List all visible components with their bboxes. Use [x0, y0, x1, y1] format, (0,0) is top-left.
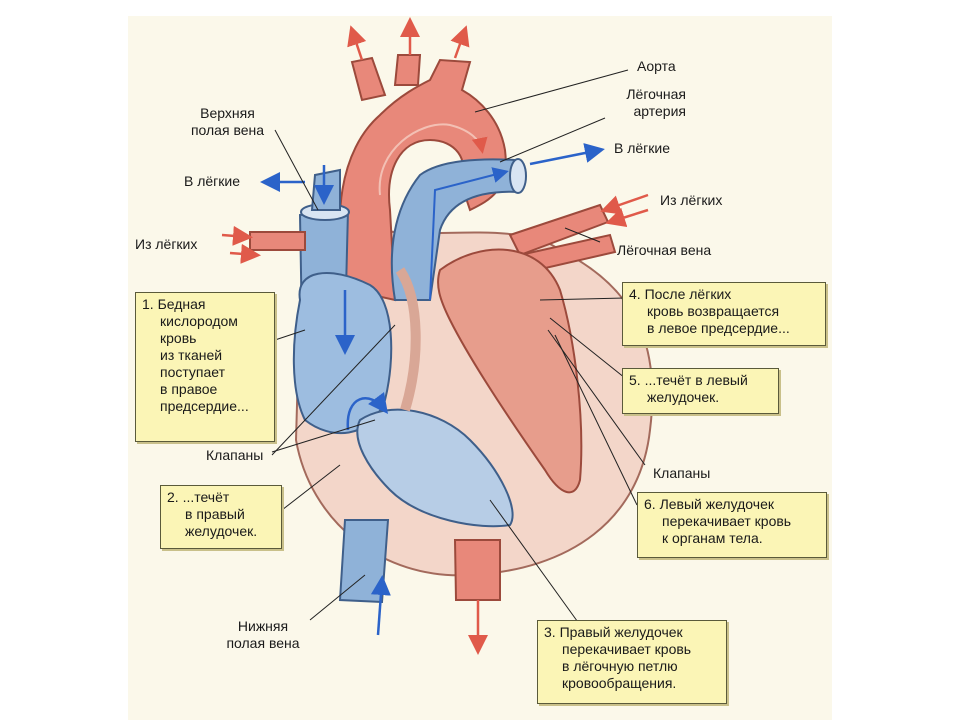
label-from-lungs-right: Из лёгких — [660, 192, 723, 208]
callout-step-5-line-1: 5. ...течёт в левый — [629, 372, 748, 388]
callout-step-4-line-3: в левое предсердие... — [647, 320, 790, 336]
label-pulmonary-artery-line-2: артерия — [633, 103, 687, 119]
arrow-in-left-1 — [221, 225, 253, 246]
label-inferior-vena-cava-line-1: Нижняя — [237, 618, 289, 634]
callout-step-3-line-4: кровообращения. — [562, 675, 677, 691]
aorta-flow-arrow — [378, 123, 488, 196]
arrow-in-right-1 — [600, 193, 649, 215]
callout-step-5: 5. ...течёт в левый желудочек. — [622, 368, 779, 414]
label-superior-vena-cava: Верхняя полая вена — [180, 105, 275, 139]
arrow-ra-rv — [346, 392, 389, 431]
callout-step-3: 3. Правый желудочек перекачивает кровь в… — [537, 620, 727, 704]
label-pulmonary-vein: Лёгочная вена — [617, 242, 712, 258]
pulmonary-vein-left — [249, 231, 306, 251]
aorta-branch-1 — [350, 56, 387, 102]
callout-step-3-line-3: в лёгочную петлю — [562, 658, 678, 674]
arrow-ivc-up — [370, 575, 391, 636]
right-atrium — [292, 272, 393, 434]
descending-aorta — [453, 539, 501, 601]
label-inferior-vena-cava-line-2: полая вена — [226, 635, 300, 651]
callout-step-2: 2. ...течёт в правый желудочек. — [160, 485, 282, 549]
arrow-in-left-2 — [229, 243, 261, 264]
arrow-out-1 — [347, 25, 367, 61]
callout-step-1-line-7: предсердие... — [160, 398, 249, 414]
label-inferior-vena-cava: Нижняя полая вена — [215, 618, 311, 652]
pulmonary-artery — [390, 158, 522, 301]
callout-step-6: 6. Левый желудочек перекачивает кровь к … — [637, 492, 827, 558]
callout-step-3-line-2: перекачивает кровь — [562, 641, 692, 657]
leader-lines — [271, 69, 646, 626]
callout-step-1-line-4: из тканей — [160, 347, 223, 363]
label-superior-vena-cava-line-2: полая вена — [190, 122, 265, 138]
pulmonary-artery-opening — [509, 158, 527, 194]
aorta-branch-2 — [393, 54, 422, 86]
label-aorta: Аорта — [637, 58, 676, 74]
callout-step-2-line-1: 2. ...течёт — [167, 489, 230, 505]
label-to-lungs-left: В лёгкие — [184, 173, 241, 189]
callout-step-4-line-1: 4. После лёгких — [629, 286, 732, 302]
label-pulmonary-artery: Лёгочная артерия — [590, 86, 686, 120]
callout-step-1: 1. Бедная кислородом кровь из тканей пос… — [135, 292, 275, 442]
callout-step-6-line-2: перекачивает кровь — [662, 513, 792, 529]
aorta — [339, 58, 507, 302]
callout-step-1-line-6: в правое — [160, 381, 218, 397]
label-to-lungs-right: В лёгкие — [614, 140, 671, 156]
callout-step-1-line-2: кислородом — [160, 313, 238, 329]
callout-step-1-line-1: 1. Бедная — [142, 296, 206, 312]
label-valves-right: Клапаны — [653, 465, 711, 481]
callout-step-1-line-5: поступает — [160, 364, 226, 380]
arrow-rv-pa — [429, 167, 509, 301]
label-pulmonary-artery-line-1: Лёгочная — [626, 86, 686, 102]
label-valves-left: Клапаны — [206, 447, 264, 463]
label-superior-vena-cava-line-1: Верхняя — [200, 105, 255, 121]
septum — [395, 267, 421, 412]
callout-step-2-line-2: в правый — [185, 506, 245, 522]
callout-step-1-line-3: кровь — [160, 330, 197, 346]
arrow-in-right-2 — [605, 207, 649, 228]
label-from-lungs-left: Из лёгких — [135, 236, 198, 252]
callout-step-3-line-1: 3. Правый желудочек — [544, 624, 683, 640]
arrow-out-3 — [450, 25, 470, 59]
callout-step-4: 4. После лёгких кровь возвращается в лев… — [622, 282, 826, 346]
right-ventricle — [356, 408, 514, 528]
left-ventricle — [437, 248, 583, 494]
callout-step-4-line-2: кровь возвращается — [647, 303, 780, 319]
callout-step-6-line-3: к органам тела. — [662, 530, 763, 546]
callout-step-6-line-1: 6. Левый желудочек — [644, 496, 774, 512]
svc-upper — [310, 168, 341, 211]
callout-step-2-line-3: желудочек. — [185, 523, 258, 539]
callout-step-5-line-2: желудочек. — [647, 389, 720, 405]
arrow-to-lungs-right — [529, 143, 605, 166]
